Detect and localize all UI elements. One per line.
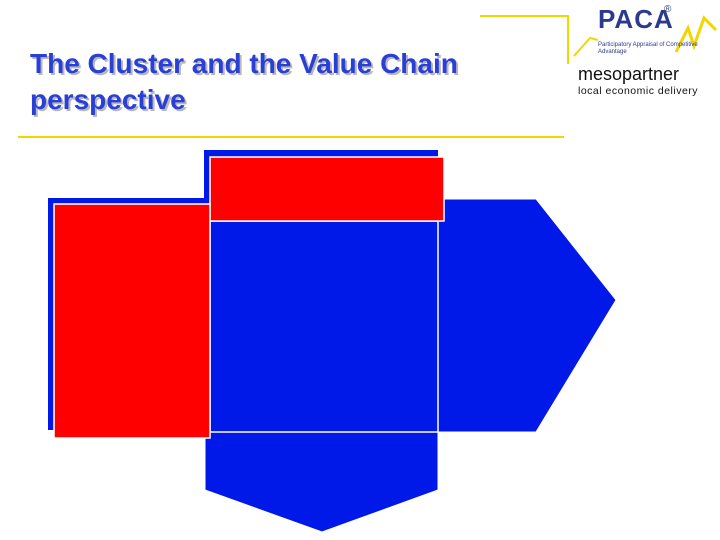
bottom-arrow-shape xyxy=(204,431,439,533)
mesopartner-tagline: local economic delivery xyxy=(578,85,699,97)
top-red-block xyxy=(209,156,445,222)
left-red-block xyxy=(53,203,211,439)
paca-logo-subtitle: Participatory Appraisal of Competitive A… xyxy=(598,42,698,55)
right-arrow-shape xyxy=(437,198,617,433)
logo-decoration xyxy=(480,15,718,64)
center-blue-square xyxy=(209,220,439,433)
mesopartner-logo-text: mesopartner xyxy=(578,64,680,84)
paca-registered-mark: ® xyxy=(664,4,672,15)
page-title: The Cluster and the Value Chain perspect… xyxy=(30,48,458,115)
paca-logo-text: PACA xyxy=(598,4,674,34)
title-underline xyxy=(18,136,564,138)
